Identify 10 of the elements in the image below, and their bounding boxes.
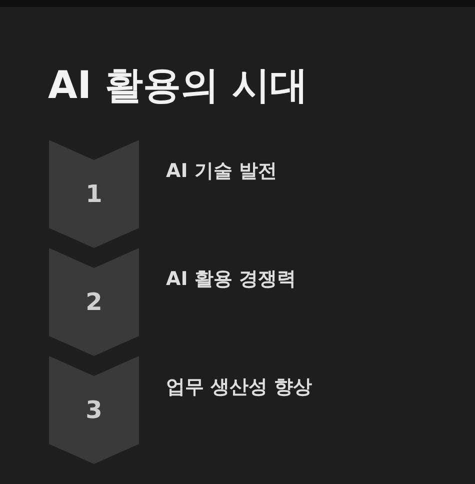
step-number: 3 — [84, 396, 104, 424]
step-number: 1 — [84, 180, 104, 208]
chevron-shape — [49, 140, 139, 248]
step-label: AI 기술 발전 — [166, 159, 278, 184]
chevron-shape — [49, 356, 139, 464]
step-label: AI 활용 경쟁력 — [166, 267, 296, 292]
chevron-shape — [49, 248, 139, 356]
step-label: 업무 생산성 향상 — [166, 375, 312, 400]
step-number: 2 — [84, 288, 104, 316]
title: AI 활용의 시대 — [48, 62, 308, 109]
